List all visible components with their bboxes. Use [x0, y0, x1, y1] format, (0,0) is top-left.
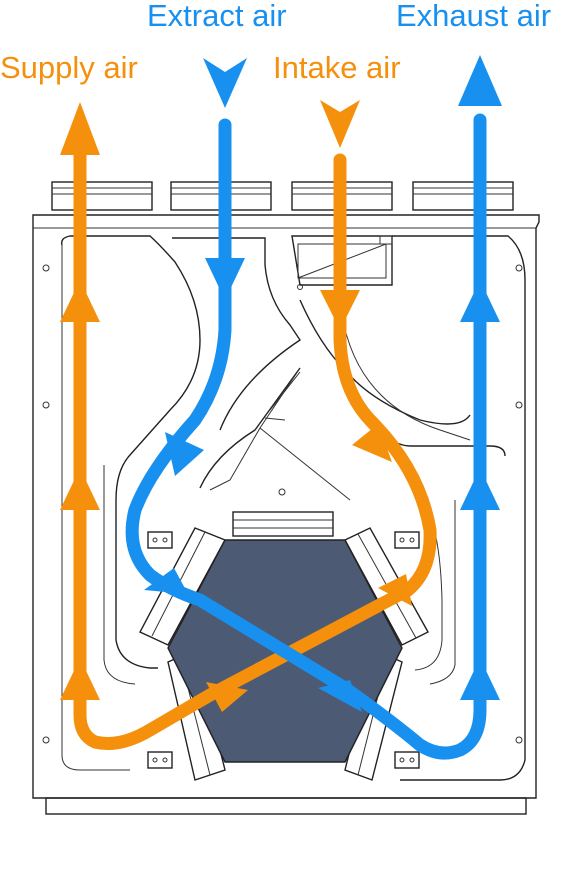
- duct-connector-exhaust: [412, 181, 514, 211]
- exhaust-air-label: Exhaust air: [396, 0, 552, 33]
- duct-connector-supply: [51, 181, 153, 211]
- supply-air-arrowheads: [60, 102, 248, 712]
- supply-air-label: Supply air: [0, 50, 138, 85]
- exhaust-air-arrowheads: [458, 55, 502, 700]
- intake-air-label: Intake air: [273, 50, 401, 85]
- intake-air-arrowheads: [320, 100, 412, 606]
- extract-air-arrowheads: [144, 58, 362, 712]
- extract-air-label: Extract air: [147, 0, 287, 33]
- housing: [32, 214, 540, 815]
- supply-air-flow: [73, 148, 415, 750]
- intake-air-flow: [333, 153, 437, 597]
